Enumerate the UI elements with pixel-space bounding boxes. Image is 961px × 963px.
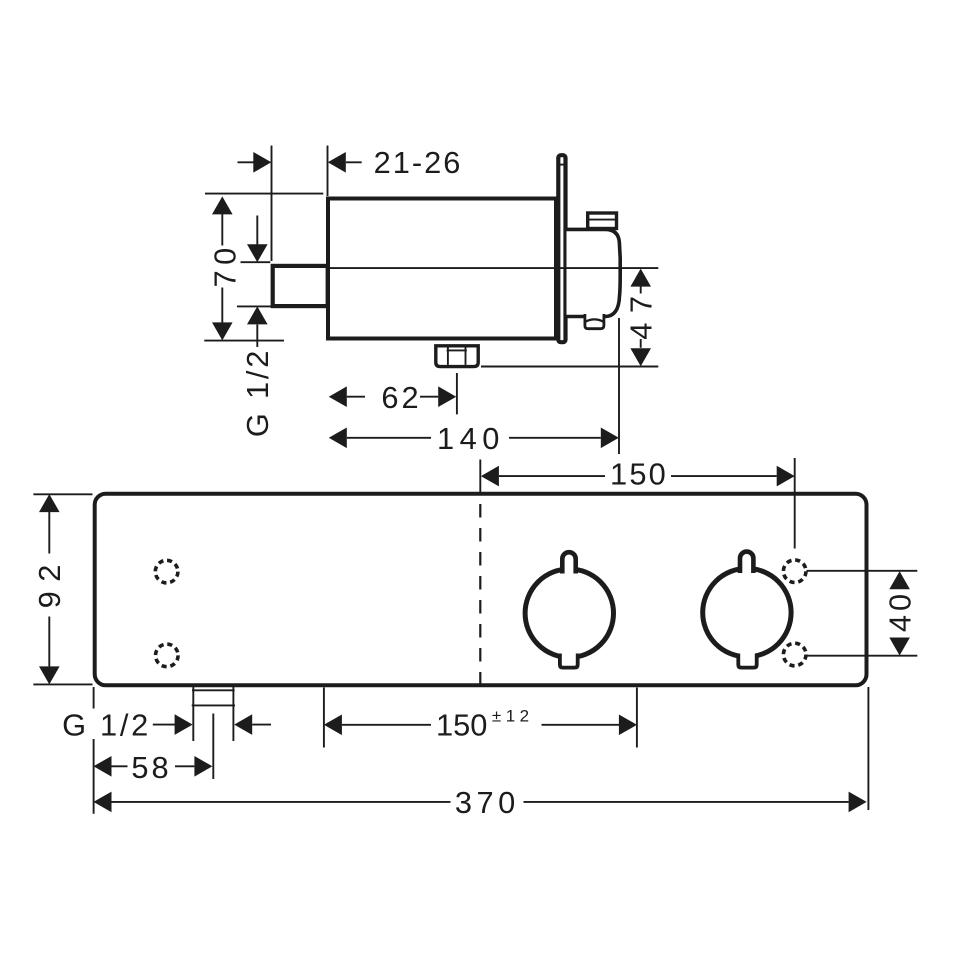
- svg-text:370: 370: [455, 785, 520, 820]
- svg-text:150±12: 150±12: [436, 706, 534, 742]
- svg-text:92: 92: [32, 555, 67, 608]
- svg-text:G 1/2: G 1/2: [62, 708, 151, 743]
- svg-text:47: 47: [624, 286, 659, 339]
- svg-text:21-26: 21-26: [374, 145, 463, 180]
- svg-text:70: 70: [208, 242, 243, 287]
- svg-text:62: 62: [381, 380, 421, 415]
- svg-text:58: 58: [131, 750, 171, 785]
- svg-text:140: 140: [437, 421, 505, 456]
- svg-text:G 1/2: G 1/2: [240, 348, 275, 437]
- svg-text:150: 150: [610, 457, 668, 492]
- svg-text:40: 40: [883, 590, 918, 632]
